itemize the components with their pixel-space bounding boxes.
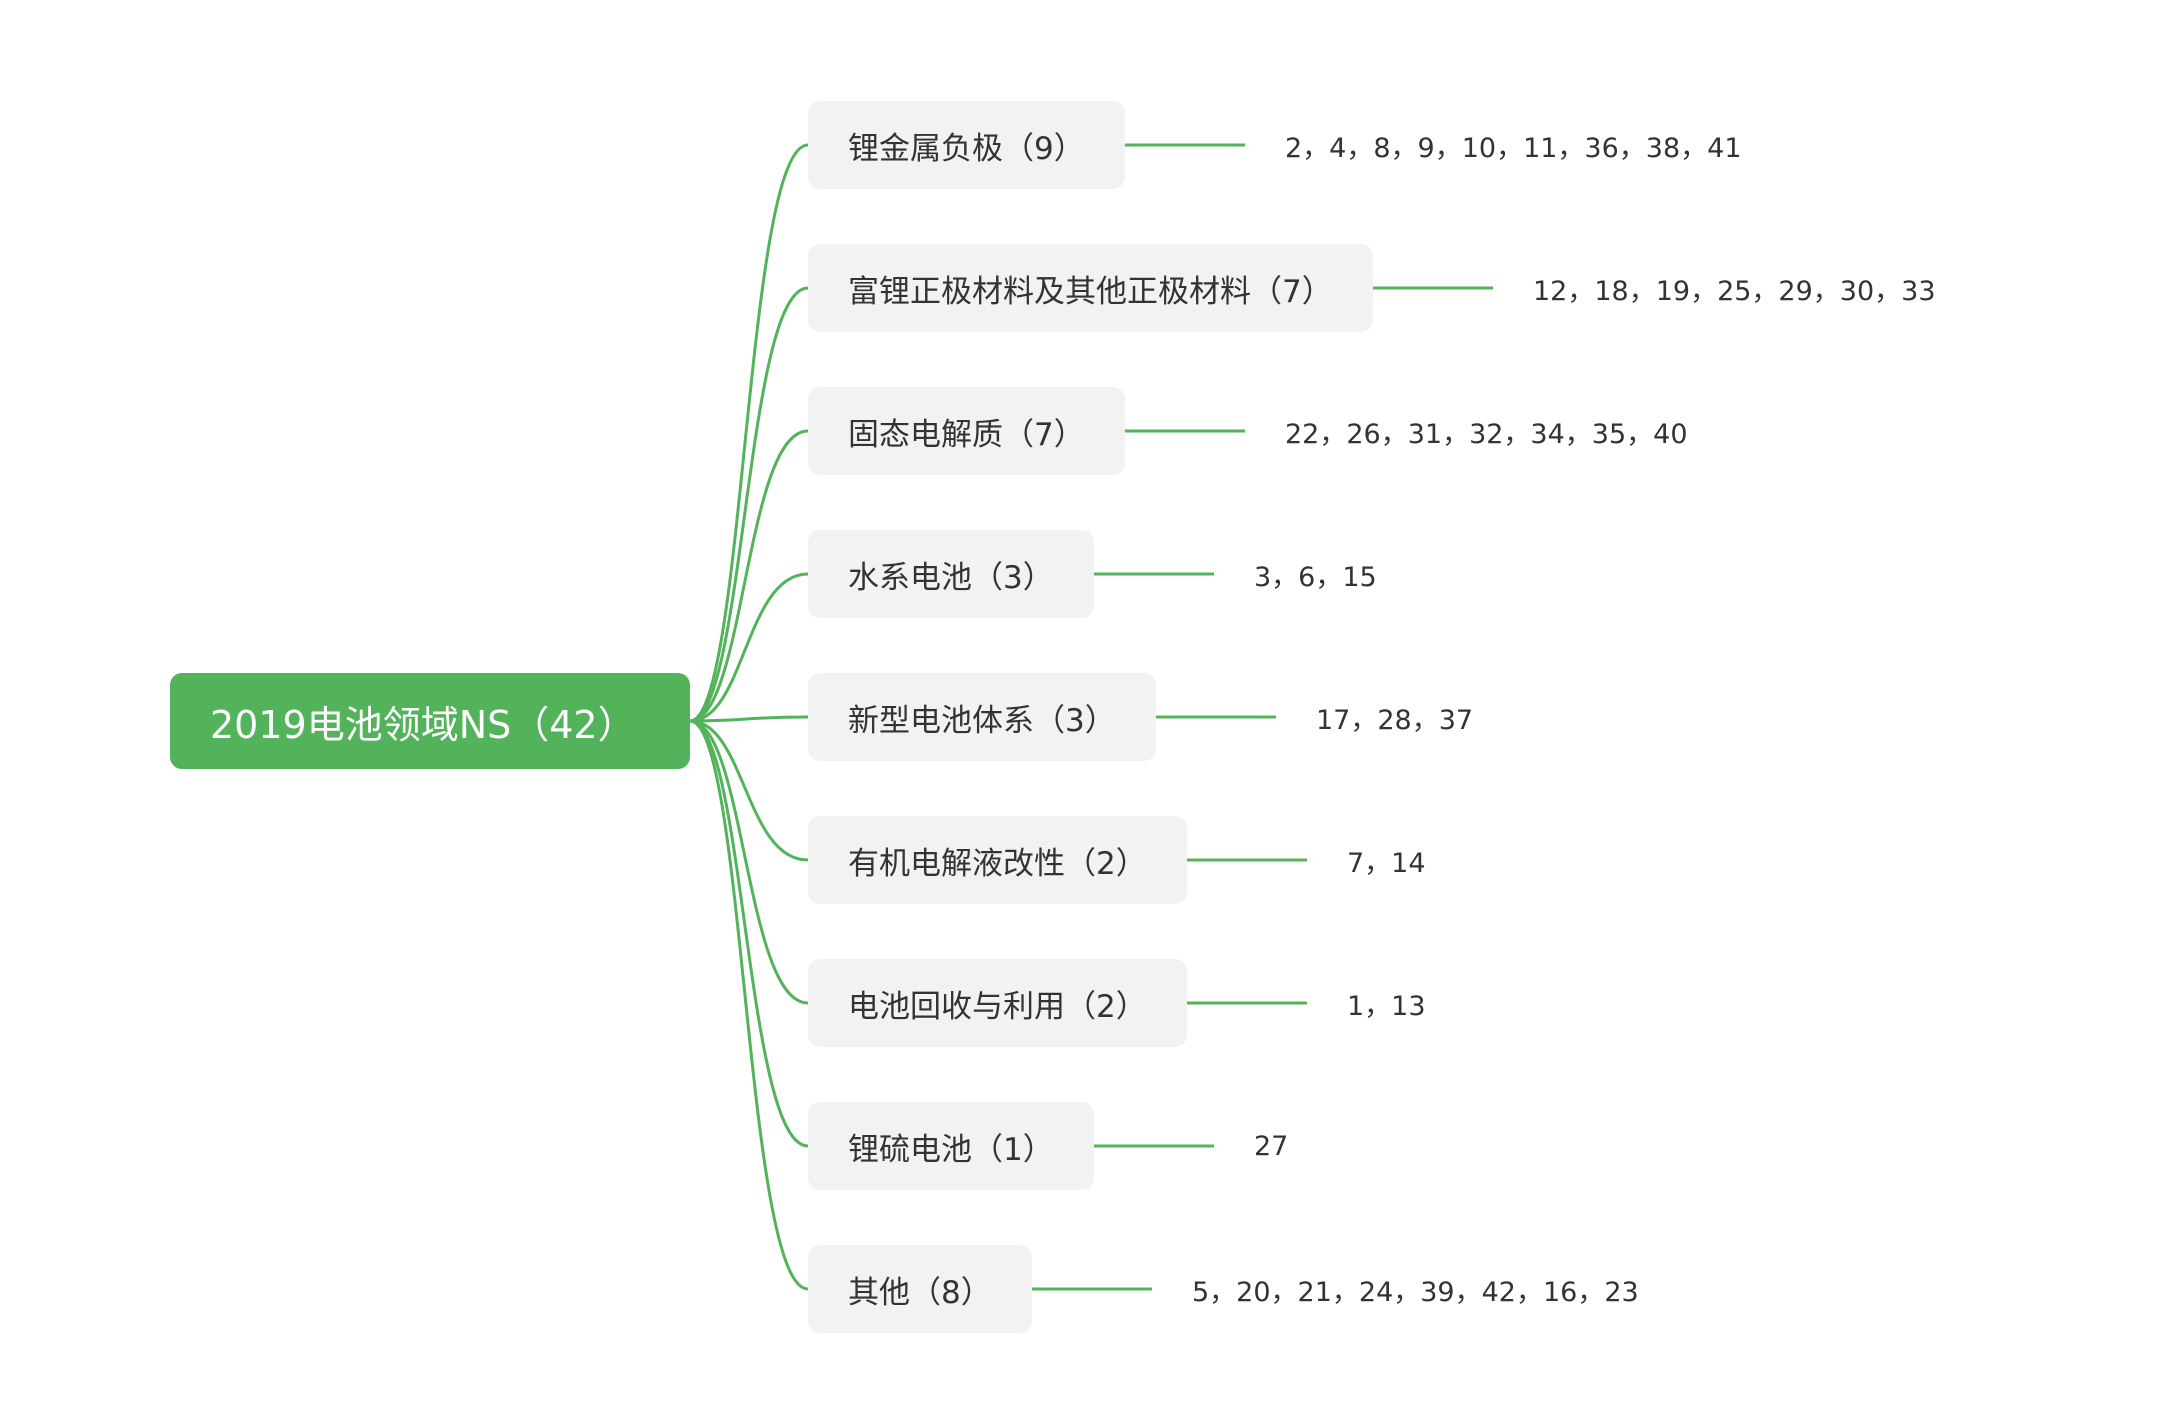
branch-topic-battery-recycling[interactable]: 电池回收与利用（2） (808, 959, 1187, 1047)
branch-connector (689, 719, 809, 1291)
branch-connector (689, 715, 809, 723)
root-to-branch-curves (689, 143, 809, 1291)
branch-topic-label: 电池回收与利用（2） (848, 988, 1147, 1025)
branch-connector (689, 286, 809, 723)
leaf-topic-paper-numbers[interactable]: 3，6，15 (1254, 561, 1377, 593)
branch-topic-aqueous-battery[interactable]: 水系电池（3） (808, 530, 1094, 618)
branch-topic-new-battery-system[interactable]: 新型电池体系（3） (808, 673, 1156, 761)
branch-connector (689, 572, 809, 723)
leaf-topic-paper-numbers[interactable]: 5，20，21，24，39，42，16，23 (1192, 1276, 1639, 1308)
branch-topic-lithium-sulfur[interactable]: 锂硫电池（1） (808, 1102, 1094, 1190)
branch-topic-organic-electrolyte[interactable]: 有机电解液改性（2） (808, 816, 1187, 904)
leaf-topic-paper-numbers[interactable]: 2，4，8，9，10，11，36，38，41 (1285, 132, 1742, 164)
branch-topic-label: 其他（8） (848, 1274, 992, 1311)
branch-connector (689, 143, 809, 723)
branch-topic-label: 水系电池（3） (848, 559, 1054, 596)
branch-topic-lithium-metal-anode[interactable]: 锂金属负极（9） (808, 101, 1125, 189)
branch-topic-solid-electrolyte[interactable]: 固态电解质（7） (808, 387, 1125, 475)
leaf-topic-paper-numbers[interactable]: 7，14 (1347, 847, 1426, 879)
branch-to-leaf-lines (1032, 143, 1493, 1291)
branch-connector (689, 719, 809, 1005)
leaf-topic-paper-numbers[interactable]: 1，13 (1347, 990, 1426, 1022)
branch-topic-label: 固态电解质（7） (848, 416, 1085, 453)
leaf-topic-paper-numbers[interactable]: 17，28，37 (1316, 704, 1474, 736)
branch-topic-label: 锂金属负极（9） (848, 130, 1085, 167)
branch-topic-label: 锂硫电池（1） (848, 1131, 1054, 1168)
leaf-topic-paper-numbers[interactable]: 22，26，31，32，34，35，40 (1285, 418, 1688, 450)
root-topic-label: 2019电池领域NS（42） (210, 702, 636, 747)
branch-topic-other[interactable]: 其他（8） (808, 1245, 1032, 1333)
branch-topic-label: 有机电解液改性（2） (848, 845, 1147, 882)
branch-connector (689, 429, 809, 723)
branch-connector (689, 719, 809, 1148)
root-topic[interactable]: 2019电池领域NS（42） (170, 673, 690, 769)
leaf-topic-paper-numbers[interactable]: 27 (1254, 1130, 1289, 1162)
leaf-topic-paper-numbers[interactable]: 12，18，19，25，29，30，33 (1533, 275, 1936, 307)
branch-topic-label: 富锂正极材料及其他正极材料（7） (848, 273, 1333, 310)
branch-topic-label: 新型电池体系（3） (848, 702, 1116, 739)
branch-connector (689, 719, 809, 862)
branch-topic-li-rich-cathode[interactable]: 富锂正极材料及其他正极材料（7） (808, 244, 1373, 332)
